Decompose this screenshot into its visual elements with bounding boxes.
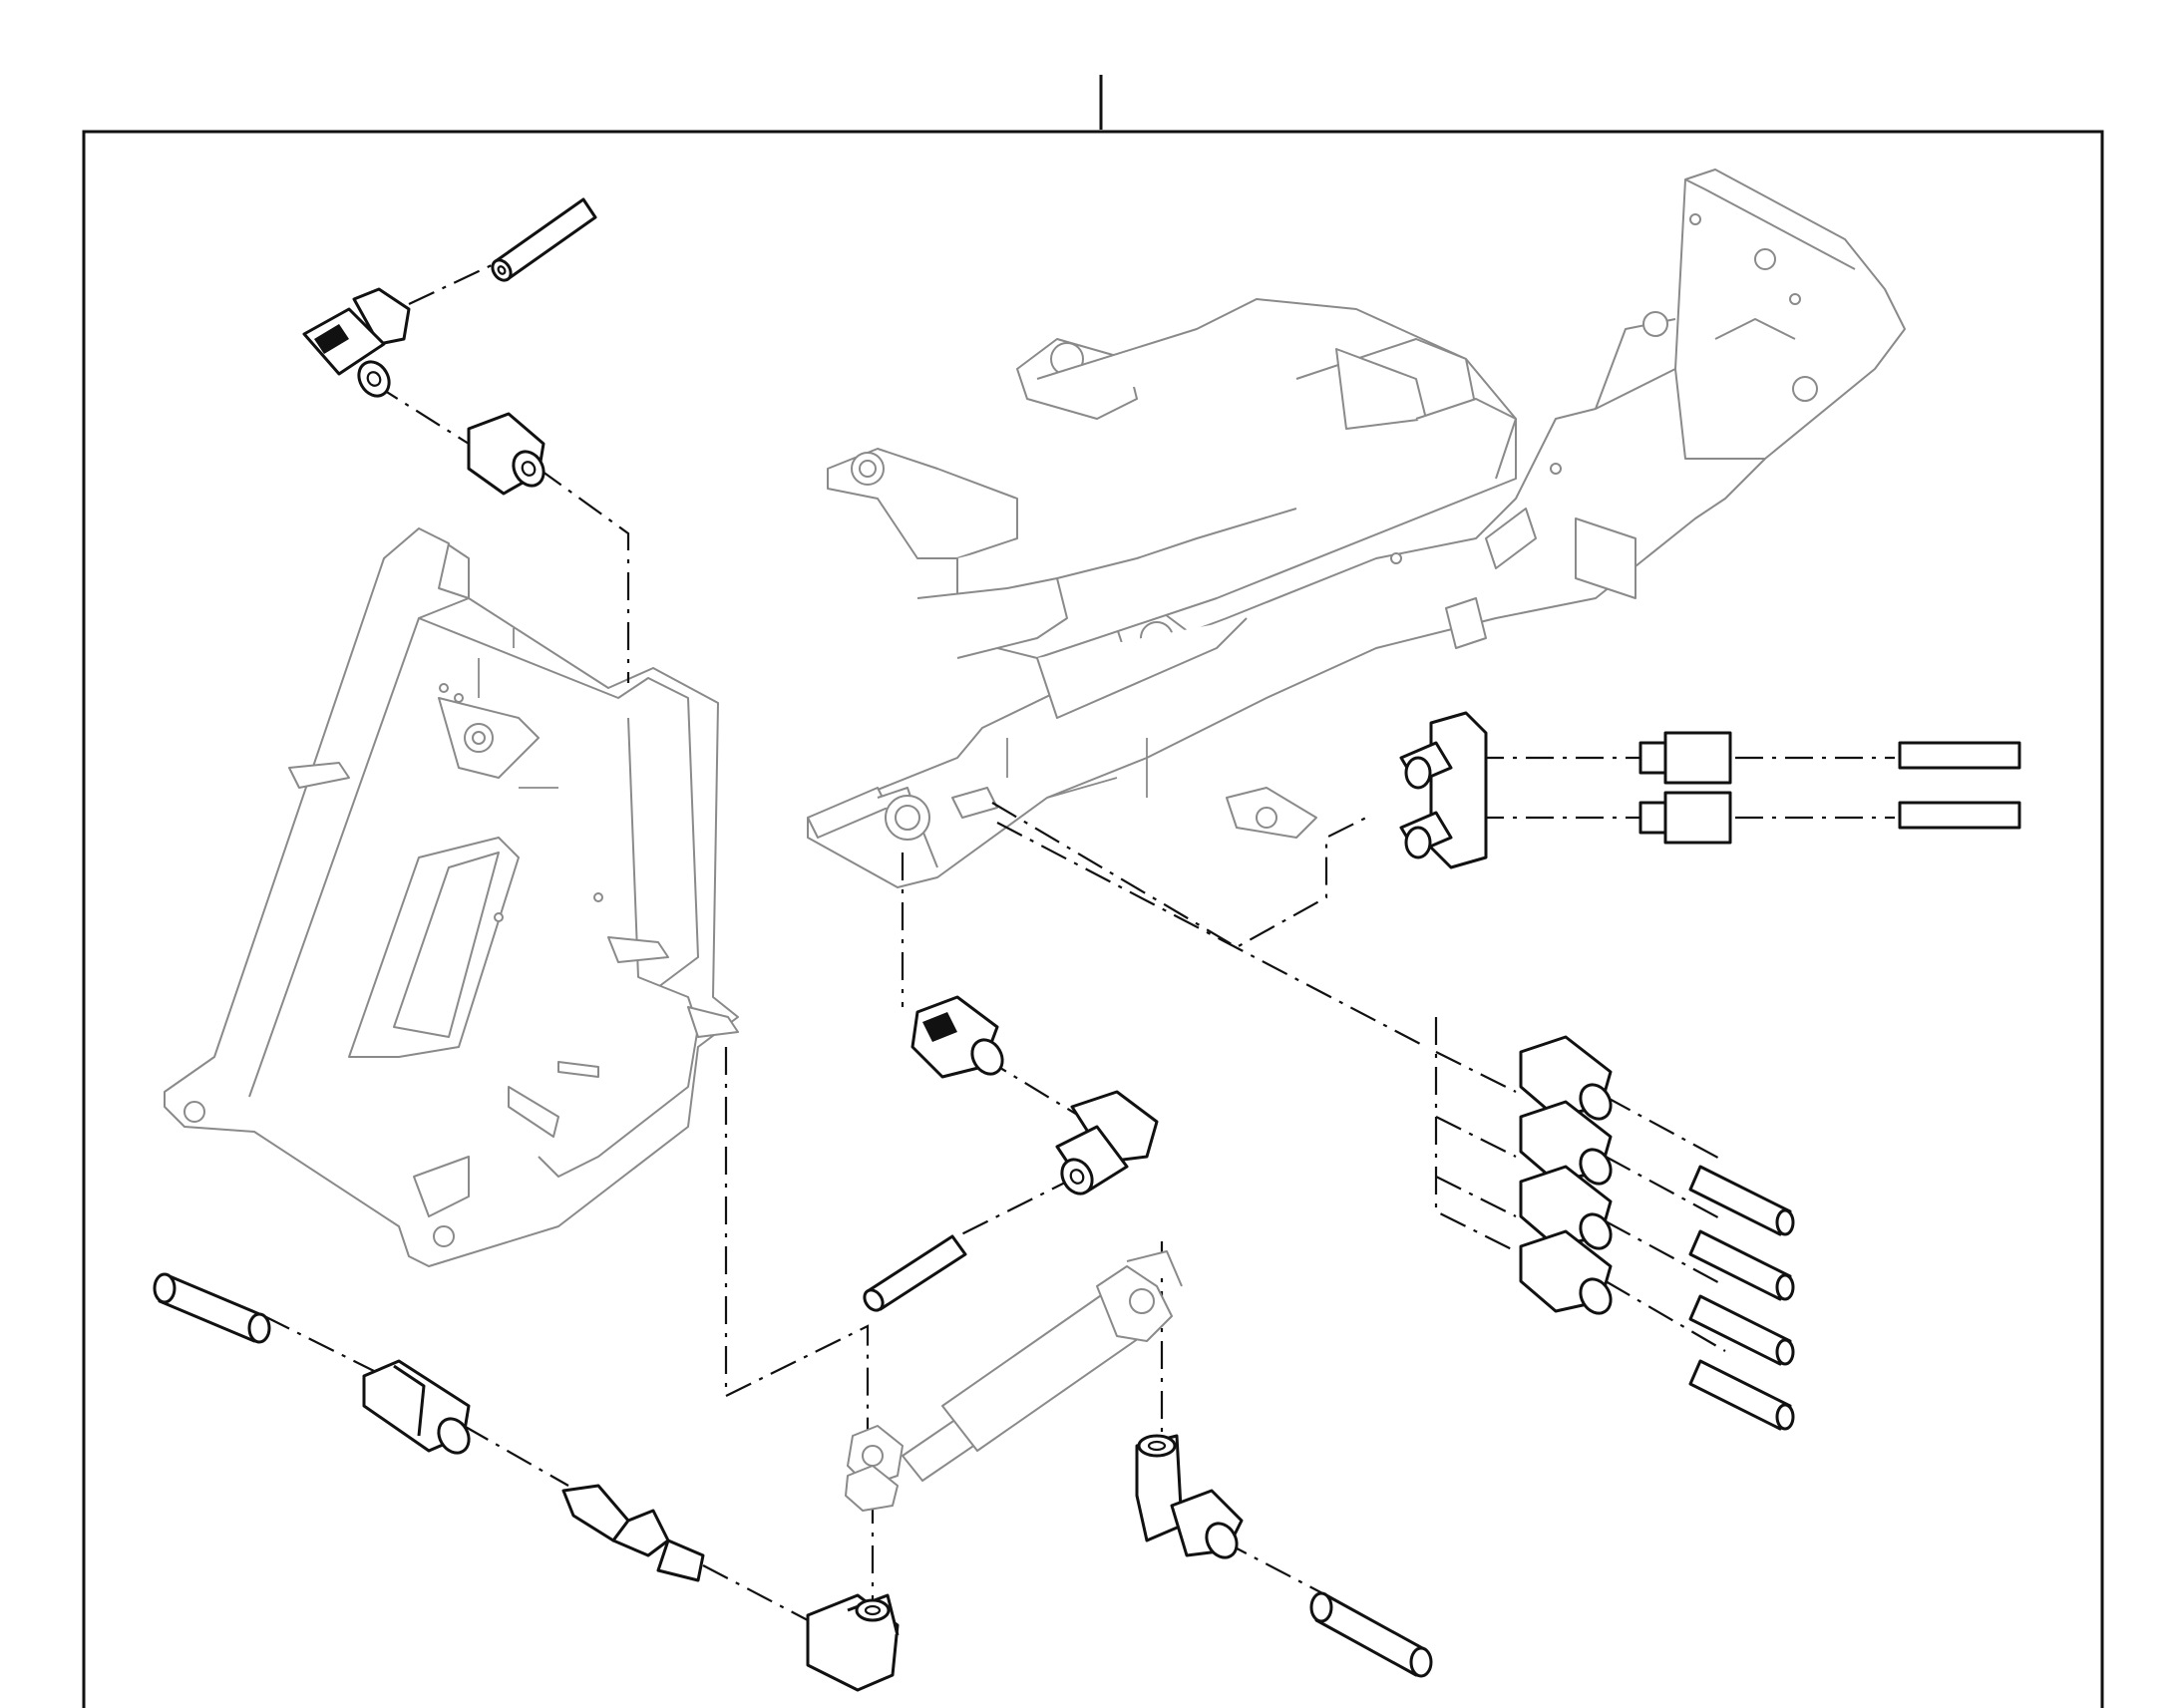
elbow-fitting	[1055, 1090, 1159, 1196]
tee-fitting	[1519, 1035, 1613, 1315]
steering-cylinder	[845, 1250, 1183, 1512]
hose-section	[863, 1234, 967, 1312]
elbow-fitting	[302, 287, 411, 398]
elbow-fitting	[806, 1593, 900, 1692]
assembly-boundary	[82, 130, 2104, 1708]
front-frame	[164, 527, 739, 1267]
bulkhead-block	[1399, 711, 1488, 869]
hose-fitting	[362, 1359, 471, 1455]
hose-section	[1898, 741, 2021, 830]
hose-section	[153, 1272, 271, 1344]
rear-frame	[807, 169, 1906, 888]
hose-section	[1309, 1591, 1433, 1678]
hose-fitting	[467, 412, 545, 496]
hose-section	[1688, 1165, 1795, 1431]
hose-fitting	[910, 995, 1004, 1079]
straight-adapter	[561, 1484, 705, 1582]
assembly-leaders	[263, 263, 1895, 1621]
elbow-fitting	[1135, 1434, 1244, 1559]
straight-adapter	[1638, 731, 1732, 845]
hose-section	[491, 197, 597, 282]
